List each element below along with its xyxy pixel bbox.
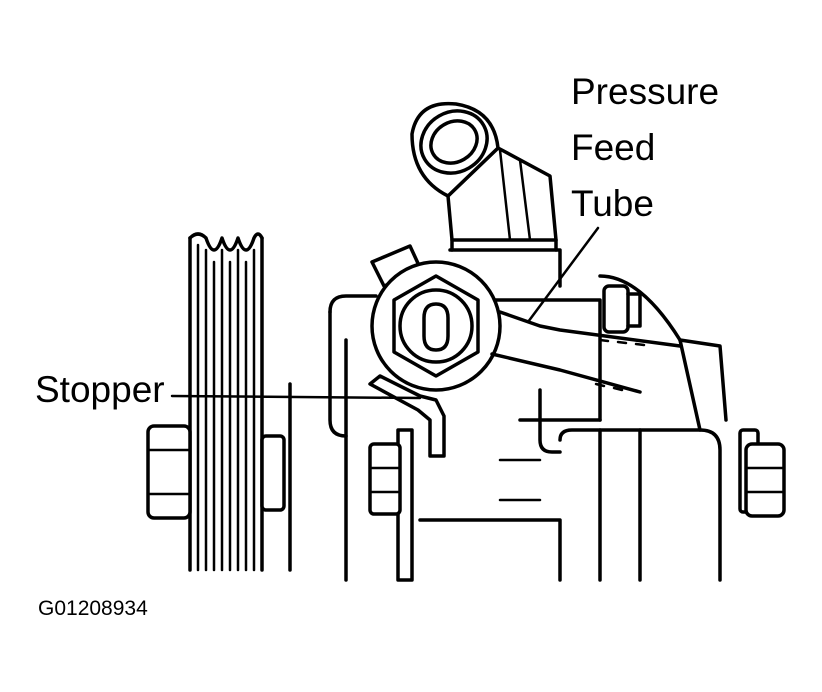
- pressure-feed-tube-fitting: [370, 244, 682, 394]
- pulley: [188, 232, 264, 572]
- pressure-feed-tube-leader: [526, 226, 600, 324]
- pressure-feed-tube-label-line-3: Tube: [571, 183, 654, 224]
- lower-bracket: [368, 428, 786, 582]
- pressure-feed-tube-label: Pressure Feed Tube: [571, 64, 719, 232]
- right-bolt: [602, 284, 642, 334]
- stopper-label: Stopper: [35, 369, 165, 410]
- left-bolt: [146, 424, 286, 520]
- stopper-bracket: [368, 374, 446, 458]
- leader-lines: [170, 226, 600, 400]
- pump-body: [288, 238, 728, 582]
- pressure-feed-tube-label-line-2: Feed: [571, 127, 656, 168]
- figure-id: G01208934: [38, 597, 148, 620]
- pressure-feed-tube-label-line-1: Pressure: [571, 71, 720, 112]
- stopper-leader: [170, 394, 422, 400]
- inlet-pipe: [410, 101, 558, 242]
